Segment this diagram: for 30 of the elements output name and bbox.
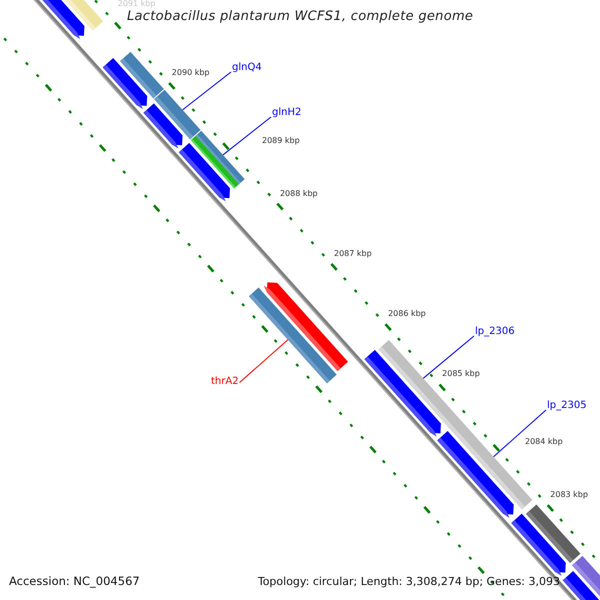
gene-block (562, 570, 600, 600)
scale-label: 2087 kbp (334, 250, 372, 259)
leader-line (222, 116, 272, 156)
leader-line (493, 410, 546, 458)
scale-label: 2090 kbp (172, 68, 210, 78)
gene-block (102, 58, 148, 110)
gene-label: glnQ4 (232, 62, 262, 73)
scale-label: 2088 kbp (280, 190, 318, 198)
gene-block (143, 103, 183, 149)
gene-label: glnH2 (272, 107, 302, 118)
gene-bar (248, 288, 337, 384)
gene-block (437, 430, 514, 518)
gene-label: thrA2 (211, 376, 239, 387)
scale-label: 2089 kbp (262, 137, 300, 146)
scale-label: 2083 kbp (550, 491, 588, 500)
accession-text: Accession: NC_004567 (9, 575, 140, 588)
leader-line (239, 339, 288, 383)
leader-line (422, 336, 474, 379)
gene-label: lp_2306 (475, 326, 515, 337)
genome-summary: Topology: circular; Length: 3,308,274 bp; Genes: 3,093 (258, 576, 560, 588)
gene-block (178, 142, 230, 202)
scale-label: 2085 kbp (442, 370, 480, 380)
gene-label: lp_2305 (547, 400, 587, 411)
genome-title: Lactobacillus plantarum WCFS1, complete genome (127, 10, 474, 24)
leader-line (182, 72, 232, 110)
gene-block (42, 0, 84, 40)
gene-block (511, 514, 566, 576)
gene-block (364, 350, 441, 437)
scale-label: 2086 kbp (388, 310, 426, 319)
scale-label: 2084 kbp (525, 438, 563, 447)
